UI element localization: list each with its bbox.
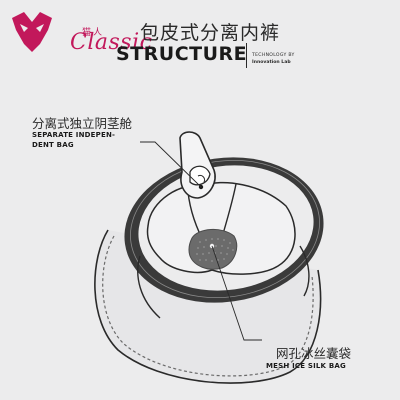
- independent-bag: [179, 131, 216, 199]
- callout-label-mesh-en: MESH ICE SILK BAG: [266, 362, 346, 370]
- innovation-lab-text: Innovation Lab: [252, 60, 291, 65]
- callout-line-mesh: [211, 245, 262, 341]
- right-leg-seam: [299, 245, 310, 297]
- brand-name-script: Classic: [70, 30, 153, 55]
- structure-title: STRUCTURE: [116, 43, 248, 65]
- callout-label-bag-cn: 分离式独立阴茎舱: [32, 116, 133, 131]
- cat-head-logo-icon: [12, 12, 52, 52]
- left-leg-seam: [137, 255, 161, 319]
- technology-by-text: TECHNOLOGY BY: [252, 53, 295, 58]
- brand-name-cn: 猫人: [82, 28, 105, 38]
- callout-label-bag-en-2: DENT BAG: [32, 141, 74, 149]
- waistband-highlight: [130, 159, 320, 299]
- callout-label-bag-en-1: SEPARATE INDEPEN-: [32, 131, 116, 139]
- header-divider: [246, 43, 248, 68]
- independent-bag-inner: [197, 175, 205, 183]
- product-title-cn: 包皮式分离内裤: [140, 22, 281, 44]
- callout-line-bag: [140, 141, 202, 188]
- callout-label-mesh-cn: 网孔冰丝囊袋: [276, 346, 352, 361]
